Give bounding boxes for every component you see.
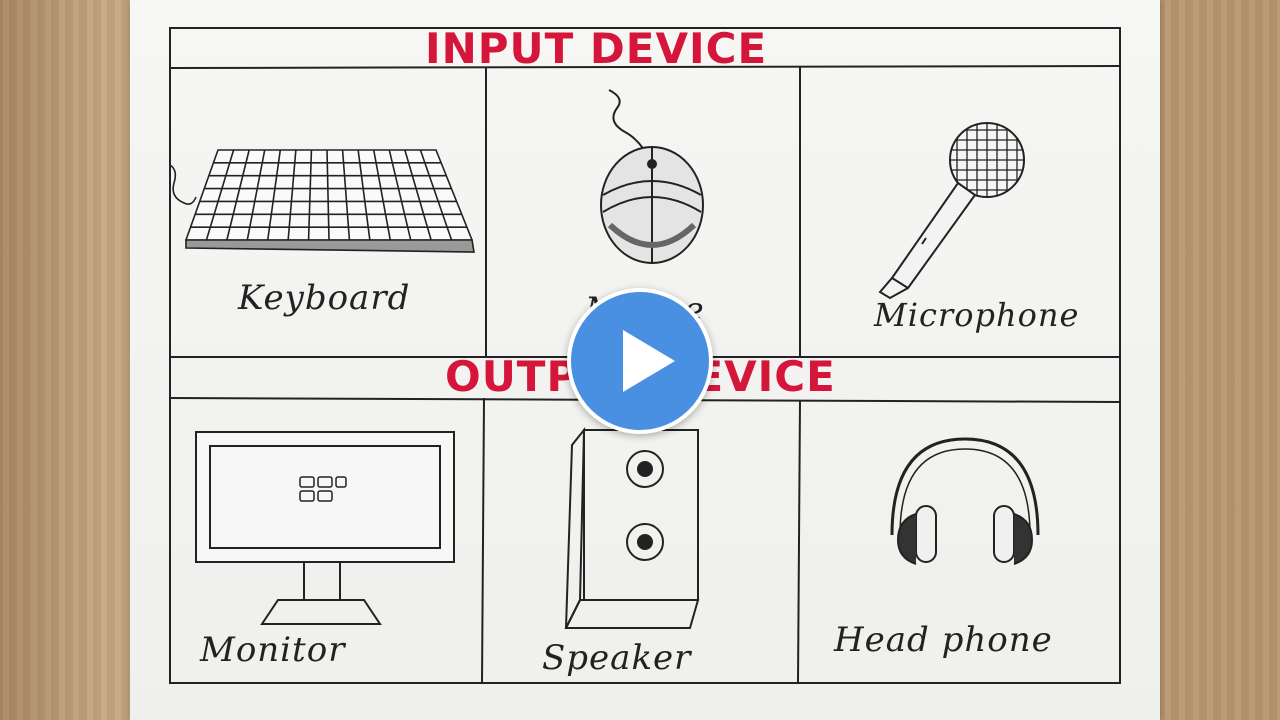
input-device-heading: INPUT DEVICE — [425, 24, 768, 73]
speaker-label: Speaker — [542, 638, 692, 678]
microphone-icon — [878, 122, 1025, 300]
headphone-label: Head phone — [834, 620, 1053, 660]
column-divider — [797, 399, 801, 684]
keyboard-icon — [169, 149, 475, 253]
table-frame — [169, 27, 1121, 684]
keyboard-label: Keyboard — [238, 278, 411, 318]
play-icon — [623, 330, 675, 392]
headphone-icon — [890, 437, 1040, 565]
monitor-icon — [195, 431, 455, 625]
column-divider — [481, 397, 485, 684]
rule-line — [169, 65, 1121, 69]
speaker-icon — [564, 427, 700, 629]
microphone-label: Microphone — [874, 296, 1080, 334]
monitor-label: Monitor — [200, 630, 346, 670]
mouse-icon — [600, 89, 704, 264]
windows-logo-icon — [299, 476, 347, 502]
video-play-button[interactable] — [567, 288, 713, 434]
